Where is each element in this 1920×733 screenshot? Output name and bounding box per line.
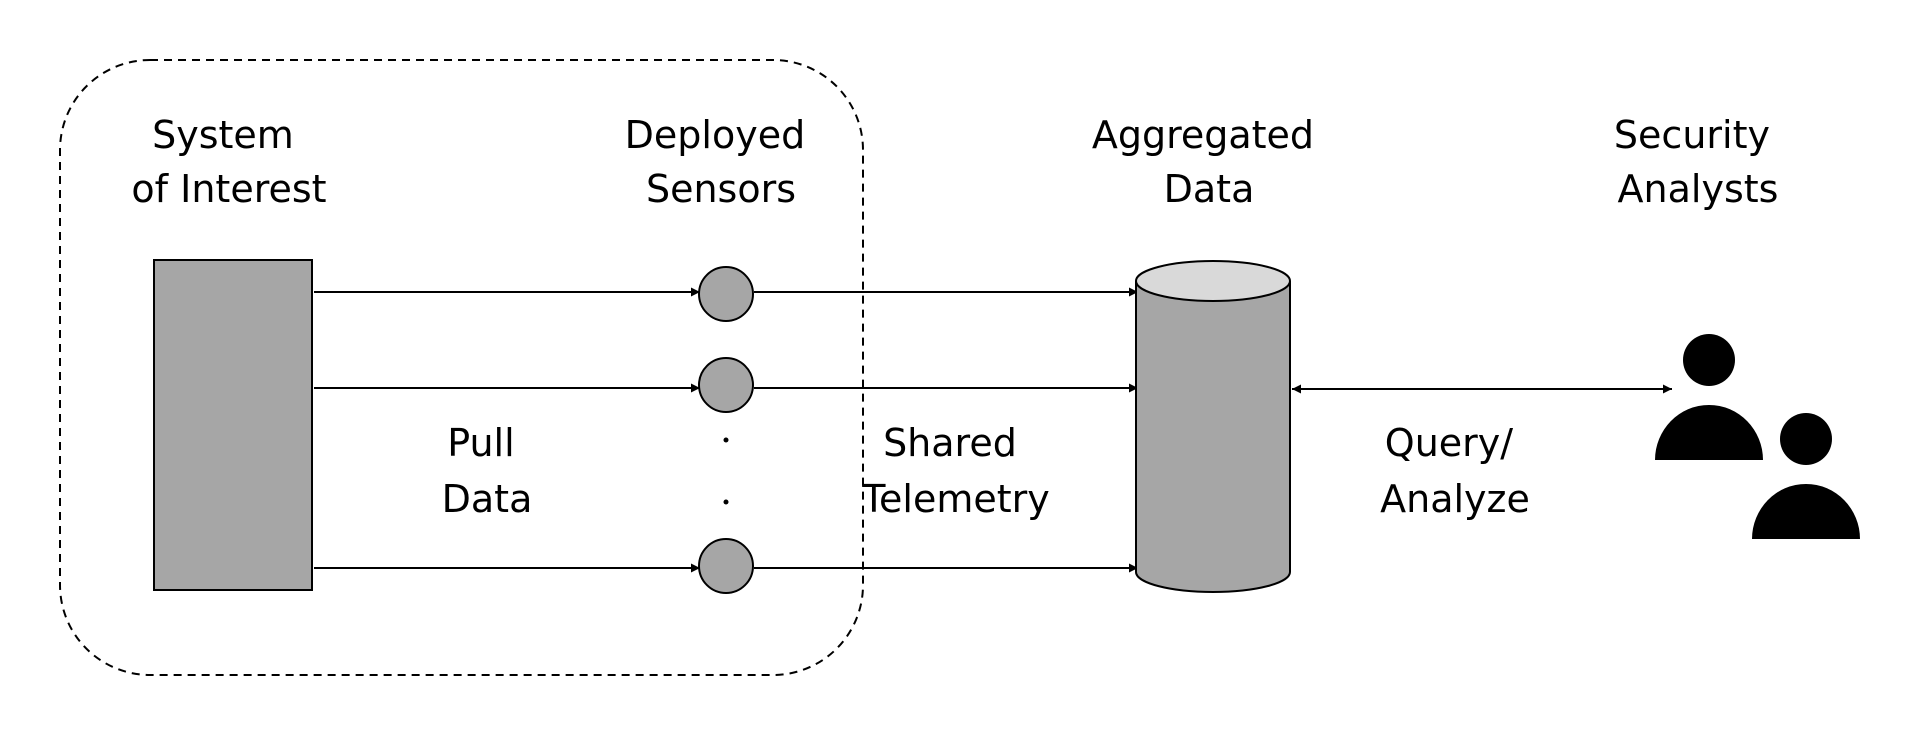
analyst-user-icon (1752, 413, 1860, 539)
pull-data-label: Pull Data (442, 421, 533, 521)
sensor-node (698, 266, 754, 322)
shared-telemetry-label: Shared Telemetry (861, 421, 1049, 521)
deployed-sensors-label: Deployed Sensors (625, 113, 818, 211)
aggregated-data-label: Aggregated Data (1092, 113, 1326, 211)
database-cylinder-icon (1135, 260, 1291, 593)
system-of-interest-label: System of Interest (131, 113, 326, 211)
sensor-node (698, 357, 754, 413)
analyst-user-icon (1655, 334, 1763, 460)
system-boundary (59, 59, 864, 676)
query-analyze-label: Query/ Analyze (1380, 421, 1530, 521)
security-analysts-label: Security Analysts (1614, 113, 1782, 211)
ellipsis-dot (723, 437, 729, 443)
sensor-node (698, 538, 754, 594)
ellipsis-dot (723, 499, 729, 505)
system-of-interest-box (153, 259, 313, 591)
